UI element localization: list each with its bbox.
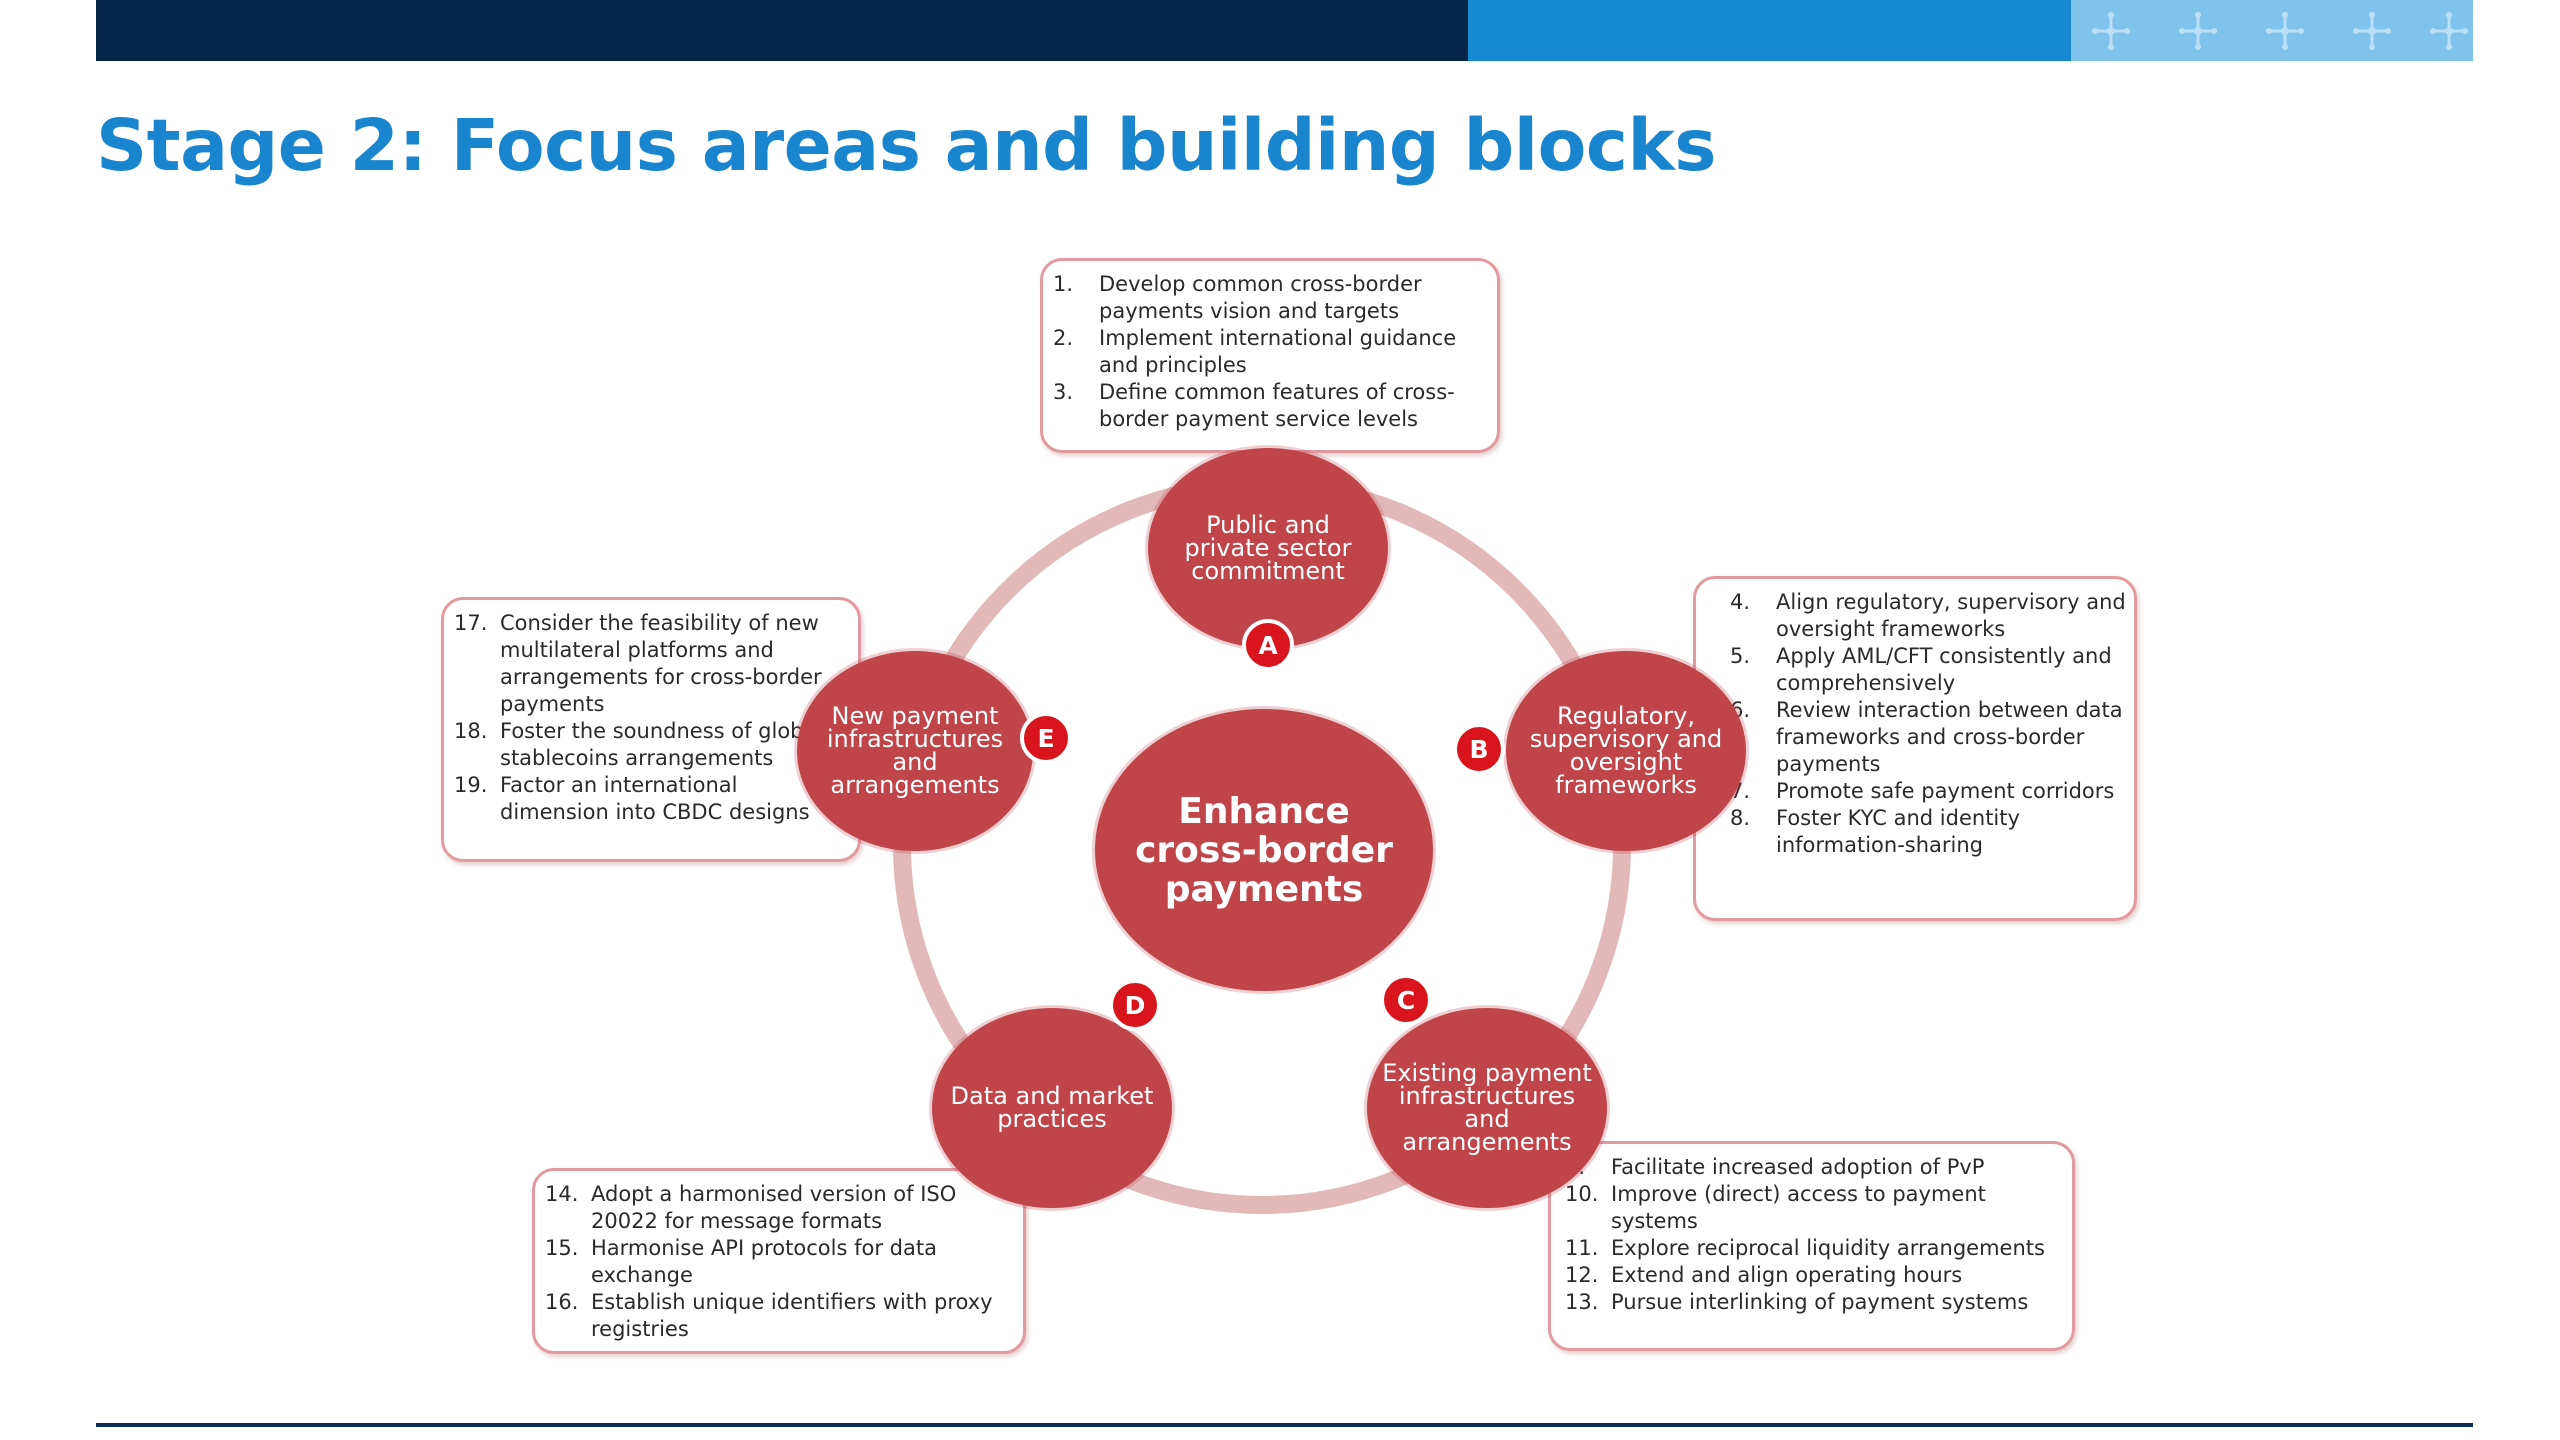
footer-rule bbox=[96, 1423, 2473, 1427]
header-bar-mid-segment bbox=[1468, 0, 2071, 61]
list-item: 5.Apply AML/CFT consistently and compreh… bbox=[1730, 644, 2112, 695]
badge-b: B bbox=[1453, 723, 1505, 775]
cross-icon bbox=[2173, 6, 2223, 56]
cross-icon bbox=[2347, 6, 2397, 56]
cross-icon bbox=[2086, 6, 2136, 56]
list-item: 4.Align regulatory, supervisory and over… bbox=[1730, 590, 2126, 641]
badge-a: A bbox=[1242, 619, 1294, 671]
header-bar-dark-segment bbox=[96, 0, 1468, 61]
list-item: 10.Improve (direct) access to payment sy… bbox=[1565, 1182, 1986, 1233]
list-item: 1.Develop common cross-border payments v… bbox=[1053, 272, 1422, 323]
list-item: 13.Pursue interlinking of payment system… bbox=[1565, 1290, 2029, 1314]
building-blocks-box-d: 14.Adopt a harmonised version of ISO 200… bbox=[532, 1168, 1026, 1354]
focus-area-label: Existing payment infrastructures and arr… bbox=[1382, 1059, 1592, 1156]
cross-icon bbox=[2424, 6, 2474, 56]
focus-area-node-d: Data and market practices bbox=[932, 1008, 1172, 1208]
list-item: 18.Foster the soundness of global stable… bbox=[454, 719, 823, 770]
focus-area-node-e: New payment infrastructures and arrangem… bbox=[797, 651, 1033, 851]
focus-area-node-c: Existing payment infrastructures and arr… bbox=[1367, 1008, 1607, 1208]
list-item: 9.Facilitate increased adoption of PvP bbox=[1565, 1155, 1985, 1179]
list-item: 7.Promote safe payment corridors bbox=[1730, 779, 2115, 803]
list-item: 14.Adopt a harmonised version of ISO 200… bbox=[545, 1182, 957, 1233]
focus-area-label: Data and market practices bbox=[950, 1082, 1154, 1133]
center-node: Enhance cross-border payments bbox=[1095, 709, 1433, 991]
badge-c: C bbox=[1380, 974, 1432, 1026]
building-blocks-box-e: 17.Consider the feasibility of new multi… bbox=[441, 597, 861, 862]
list-item: 3.Define common features of cross-border… bbox=[1053, 380, 1455, 431]
cross-icon bbox=[2260, 6, 2310, 56]
building-blocks-box-c: 9.Facilitate increased adoption of PvP 1… bbox=[1548, 1141, 2075, 1351]
focus-area-node-a: Public and private sector commitment bbox=[1148, 448, 1388, 648]
header-bar-light-segment bbox=[2071, 0, 2473, 61]
focus-area-node-b: Regulatory, supervisory and oversight fr… bbox=[1506, 651, 1746, 851]
page-title: Stage 2: Focus areas and building blocks bbox=[96, 104, 1716, 187]
focus-area-label: Regulatory, supervisory and oversight fr… bbox=[1529, 702, 1723, 799]
list-item: 16.Establish unique identifiers with pro… bbox=[545, 1290, 993, 1341]
list-item: 6.Review interaction between data framew… bbox=[1730, 698, 2123, 776]
list-item: 15.Harmonise API protocols for data exch… bbox=[545, 1236, 937, 1287]
list-item: 17.Consider the feasibility of new multi… bbox=[454, 611, 822, 716]
badge-e: E bbox=[1020, 712, 1072, 764]
center-node-label: Enhance cross-border payments bbox=[1135, 790, 1393, 910]
building-blocks-box-a: 1.Develop common cross-border payments v… bbox=[1040, 258, 1500, 453]
focus-area-label: New payment infrastructures and arrangem… bbox=[826, 702, 1004, 799]
list-item: 11.Explore reciprocal liquidity arrangem… bbox=[1565, 1236, 2045, 1260]
focus-area-label: Public and private sector commitment bbox=[1184, 510, 1352, 585]
list-item: 2.Implement international guidance and p… bbox=[1053, 326, 1457, 377]
header-bar bbox=[96, 0, 2473, 61]
badge-d: D bbox=[1109, 979, 1161, 1031]
building-blocks-box-b: 4.Align regulatory, supervisory and over… bbox=[1693, 576, 2137, 921]
list-item: 19.Factor an international dimension int… bbox=[454, 773, 810, 824]
list-item: 12.Extend and align operating hours bbox=[1565, 1263, 1963, 1287]
list-item: 8.Foster KYC and identity information-sh… bbox=[1730, 806, 2020, 857]
